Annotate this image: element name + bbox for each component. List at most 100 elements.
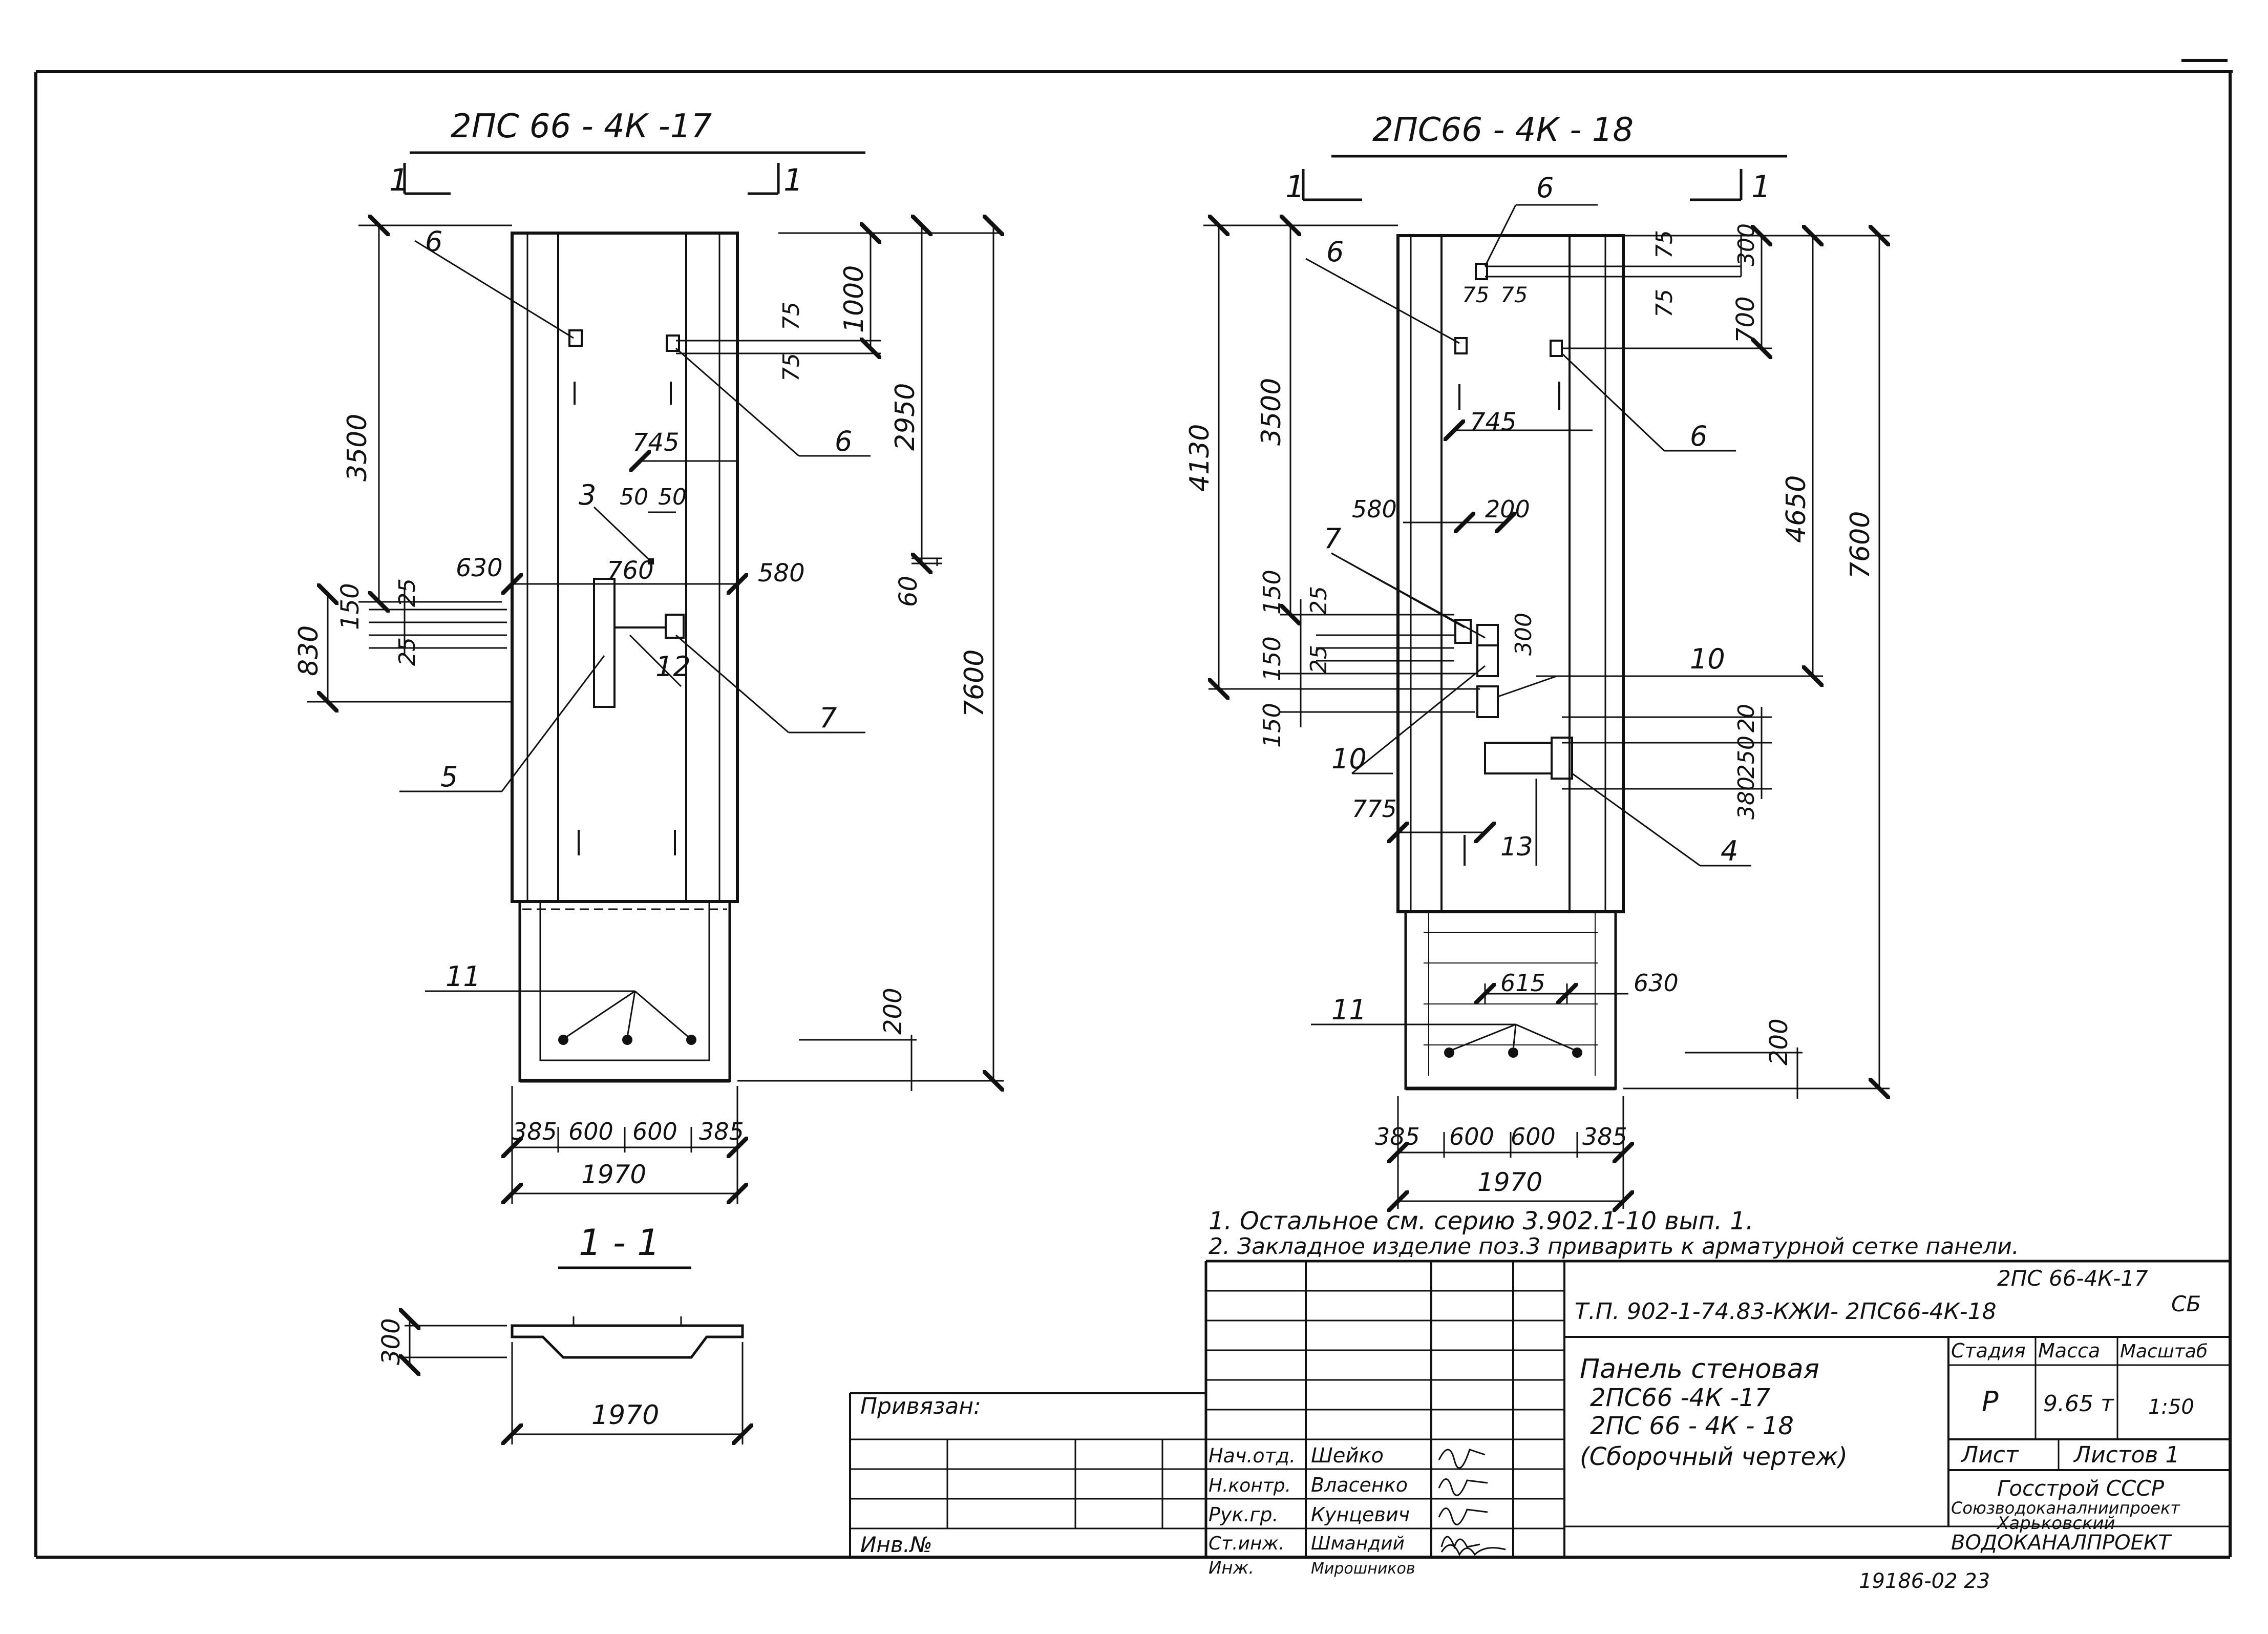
right-dim-75c: 75 [1462,282,1489,307]
left-dim-830: 830 [293,625,324,676]
signature-5 [1440,1544,1506,1557]
signatory-name-5: Мирошников [1311,1560,1415,1578]
section-dim-1970: 1970 [591,1400,659,1431]
right-dim-630: 630 [1634,969,1679,997]
right-dim-75d: 75 [1500,282,1528,307]
left-dim-75a: 75 [778,302,804,330]
title-line-4: (Сборочный чертеж) [1580,1442,1848,1471]
left-callout-5: 5 [440,761,458,793]
section-mark-right-a: 1 [1285,169,1305,205]
right-dim-380: 380 [1733,777,1760,820]
left-dim-60: 60 [894,576,923,607]
left-callout-3: 3 [579,479,596,511]
right-dim-3500: 3500 [1256,378,1287,446]
mass-value: 9.65 т [2043,1391,2114,1417]
signatory-role-1: Нач.отд. [1209,1444,1296,1467]
left-dim-760: 760 [607,556,654,585]
sheets-label: Листов 1 [2073,1442,2179,1468]
section-mark-left-b: 1 [783,162,803,198]
archive-number: 19186-02 23 [1859,1569,1990,1593]
signatory-name-2: Власенко [1311,1474,1408,1496]
left-dim-25a: 25 [394,578,420,607]
right-callout-13: 13 [1500,832,1533,862]
right-dim-4650: 4650 [1781,475,1812,543]
inv-label: Инв.№ [860,1532,932,1557]
designation-line1: 2ПС 66-4К-17 [1997,1266,2148,1291]
left-bottom-385b: 385 [699,1118,744,1145]
signatory-role-5: Инж. [1209,1558,1254,1578]
note-1: 1. Остальное см. серию 3.902.1-10 вып. 1… [1209,1207,1753,1235]
org-line-4: ВОДОКАНАЛПРОЕКТ [1951,1531,2172,1555]
left-bottom-600a: 600 [568,1118,613,1145]
left-panel-drawing: 2ПС 66 - 4К -17 1 1 [293,108,1004,1204]
right-dim-75b: 75 [1651,289,1678,318]
org-line-1: Госстрой СССР [1997,1476,2165,1501]
right-dim-700: 700 [1731,296,1760,343]
org-line-2: Союзводоканалниипроект [1951,1498,2180,1518]
header-scale: Масштаб [2120,1341,2208,1362]
right-dim-615: 615 [1500,969,1545,997]
left-dim-150: 150 [336,583,365,630]
signatory-name-1: Шейко [1311,1444,1384,1468]
org-line-3: Харьковский [1996,1513,2115,1534]
sheet-frame [34,59,2233,1559]
right-dim-200h: 200 [1485,495,1530,523]
title-block: Привязан: Инв.№ Нач.отд. Шейко Н.контр. … [849,1260,2230,1593]
right-bottom-600a: 600 [1449,1123,1494,1150]
left-callout-7: 7 [819,702,837,734]
stage-value: Р [1982,1386,1999,1418]
left-dim-25b: 25 [394,637,420,666]
right-callout-4: 4 [1721,835,1738,867]
header-stage: Стадия [1951,1339,2026,1362]
left-dim-1000: 1000 [839,265,870,333]
left-dim-3500: 3500 [342,414,373,481]
signatory-name-4: Шмандий [1311,1533,1405,1554]
right-dim-150a: 150 [1258,570,1286,615]
title-line-1: Панель стеновая [1580,1354,1819,1385]
right-dim-25a: 25 [1306,586,1332,615]
signature-1 [1438,1449,1486,1469]
left-dim-50b: 50 [658,484,687,510]
left-callout-6a: 6 [425,225,442,258]
signatory-role-2: Н.контр. [1209,1475,1291,1496]
title-line-3: 2ПС 66 - 4К - 18 [1590,1412,1794,1440]
right-dim-200: 200 [1765,1018,1793,1065]
right-dim-250: 250 [1733,736,1760,779]
right-dim-745: 745 [1470,408,1517,436]
section-mark-right-b: 1 [1751,169,1771,205]
left-callout-11: 11 [446,960,481,993]
right-dim-20: 20 [1733,704,1760,732]
left-dim-745: 745 [632,428,680,457]
right-callout-7: 7 [1324,522,1341,555]
right-dim-150b: 150 [1258,636,1286,681]
designation: Т.П. 902-1-74.83-КЖИ- 2ПС66-4К-18 [1575,1298,1997,1325]
title-line-2: 2ПС66 -4К -17 [1590,1384,1771,1412]
right-callout-6c: 6 [1690,420,1707,452]
right-bottom-385a: 385 [1375,1123,1420,1150]
right-dim-300b: 300 [1511,613,1537,656]
sheet-label: Лист [1960,1442,2019,1468]
scale-value: 1:50 [2148,1395,2194,1419]
left-dim-200: 200 [879,988,907,1035]
right-panel-drawing: 2ПС66 - 4К - 18 1 1 [1184,111,1890,1209]
signatory-role-4: Ст.инж. [1209,1533,1284,1554]
left-callout-6b: 6 [835,425,852,457]
left-dim-2950: 2950 [890,383,921,451]
left-dim-75b: 75 [778,353,804,382]
left-title: 2ПС 66 - 4К -17 [451,108,712,145]
signatory-role-3: Рук.гр. [1209,1503,1279,1526]
right-callout-10b: 10 [1331,743,1367,775]
right-bottom-385b: 385 [1582,1123,1627,1150]
signature-3 [1438,1507,1488,1525]
right-dim-775: 775 [1352,795,1397,823]
left-bottom-1970: 1970 [581,1160,646,1189]
left-bottom-600b: 600 [632,1118,677,1145]
signature-2 [1438,1478,1488,1496]
right-dim-4130: 4130 [1184,424,1215,492]
right-bottom-1970: 1970 [1477,1167,1542,1197]
tied-label: Привязан: [860,1393,981,1419]
header-mass: Масса [2038,1339,2100,1362]
right-callout-6a: 6 [1536,172,1554,204]
right-bottom-600b: 600 [1511,1123,1556,1150]
